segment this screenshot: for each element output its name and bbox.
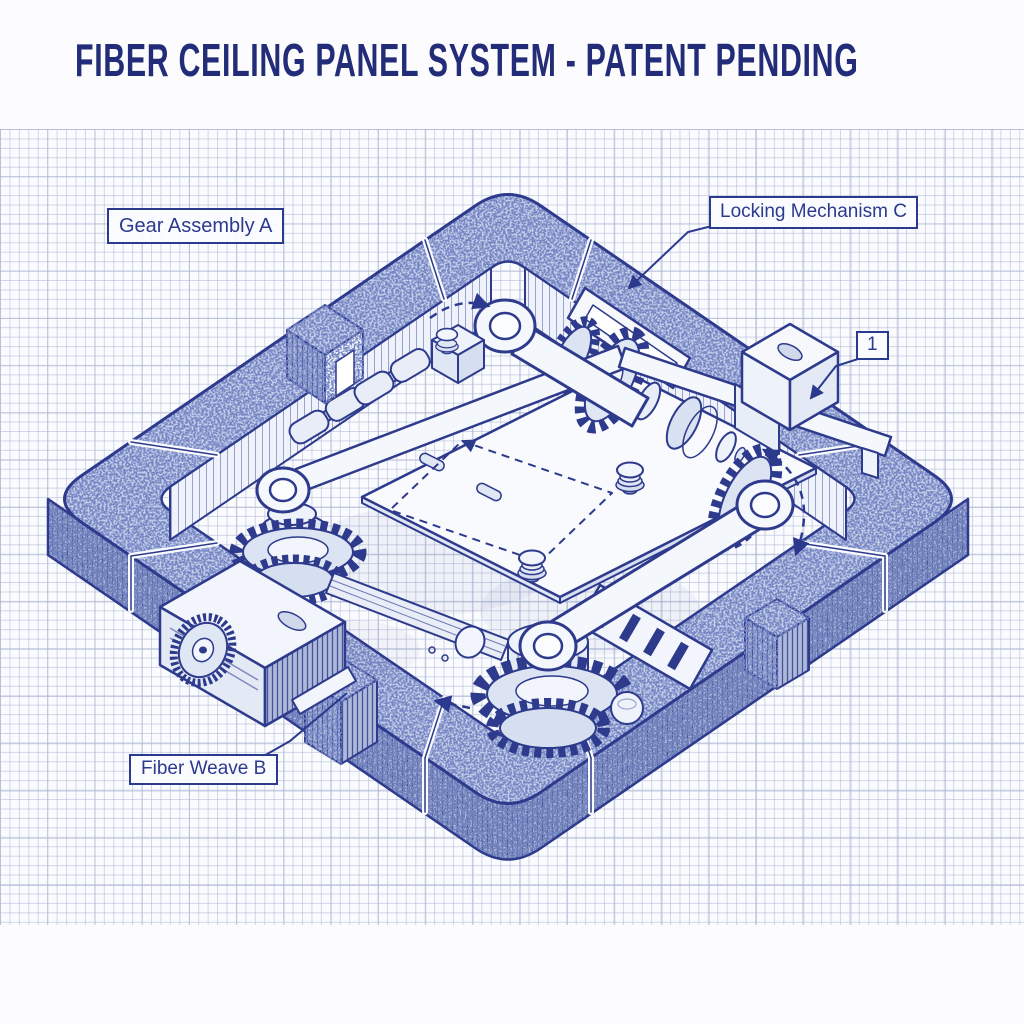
callout-locking-mechanism: Locking Mechanism C (709, 196, 918, 229)
block-right (744, 598, 810, 690)
screw-dot (428, 646, 436, 654)
cam-shaft (288, 348, 431, 445)
linkage-arm-top (473, 298, 650, 428)
thumb-screws (435, 327, 645, 583)
corner-blocks (286, 304, 810, 765)
leader-ref-number (809, 358, 859, 400)
splined-shaft (325, 572, 510, 661)
block-top-left (286, 304, 364, 404)
motor-housing (158, 559, 357, 728)
rotation-arrows (429, 292, 810, 713)
callout-fiber-weave: Fiber Weave B (129, 754, 279, 785)
screw-dot (441, 654, 449, 662)
panel-plate (360, 366, 818, 604)
leader-locking-mechanism (627, 225, 713, 290)
leader-fiber-weave (261, 692, 348, 758)
callout-gear-assembly: Gear Assembly A (107, 208, 285, 244)
page-title: FIBER CEILING PANEL SYSTEM - PATENT PEND… (75, 34, 859, 86)
callout-ref-number: 1 (856, 331, 889, 360)
leader-lines (261, 225, 859, 758)
gear-stack-left (229, 502, 367, 606)
